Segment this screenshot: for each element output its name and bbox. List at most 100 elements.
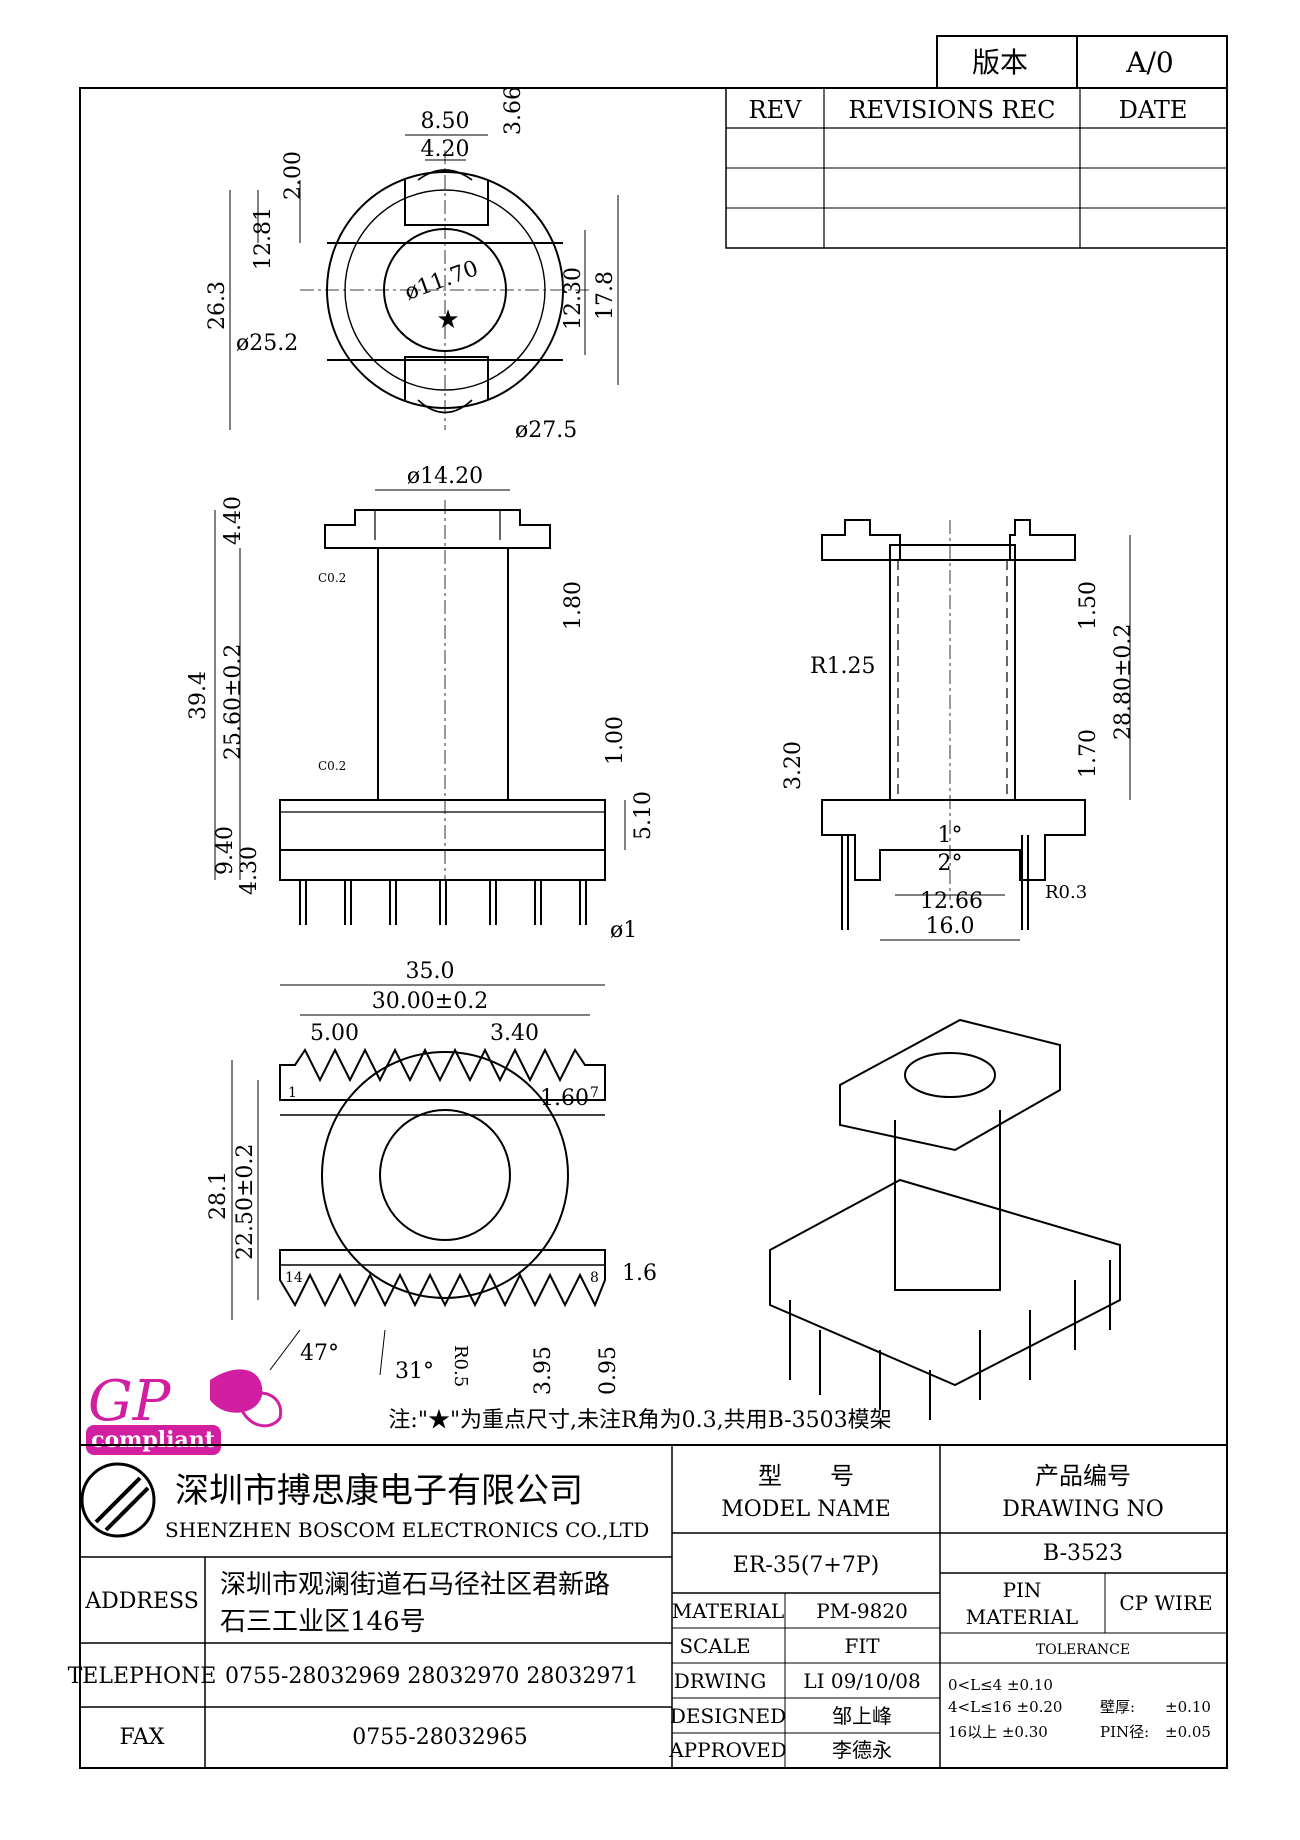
dim-26-3: 26.3 (205, 281, 230, 330)
bottom-view-dims: 35.0 30.00±0.2 5.00 3.40 1.60 28.1 22.50… (206, 959, 657, 1395)
rev-header: REV (749, 96, 803, 124)
wall-value: ±0.10 (1165, 1698, 1211, 1716)
pin-14: 14 (285, 1270, 303, 1286)
pin-diameter-value: ±0.05 (1165, 1723, 1211, 1741)
dim-1-80: 1.80 (561, 581, 586, 630)
pin-7: 7 (590, 1085, 599, 1101)
revisions-table: REV REVISIONS REC DATE (725, 87, 1228, 249)
side-view (821, 519, 1131, 941)
top-view-dims: 8.50 4.20 3.66 2.00 12.81 26.3 ø25.2 ø11… (205, 86, 618, 443)
dim-25-60: 25.60±0.2 (221, 644, 246, 760)
dim-0-95: 0.95 (596, 1346, 621, 1395)
dim-28-1: 28.1 (206, 1171, 231, 1220)
telephone-label: TELEPHONE (68, 1664, 217, 1689)
dim-9-40: 9.40 (213, 826, 238, 875)
dim-12-66: 12.66 (920, 889, 983, 914)
wall-label: 壁厚: (1100, 1698, 1135, 1716)
dim-5-10: 5.10 (631, 791, 656, 840)
gp-text: GP (88, 1369, 172, 1434)
gp-compliant-logo: GP compliant (86, 1369, 283, 1455)
dim-3-95: 3.95 (531, 1346, 556, 1395)
material-value: PM-9820 (816, 1599, 908, 1623)
dim-1-60: 1.60 (540, 1086, 589, 1111)
pin-material-value: CP WIRE (1119, 1591, 1212, 1615)
sheet-border (79, 87, 1228, 1769)
model-label-cn: 型 号 (758, 1462, 854, 1490)
dim-c0-2-top: C0.2 (318, 571, 346, 585)
tolerance-1: 0<L≤4 ±0.10 (948, 1676, 1053, 1694)
pin-1: 1 (288, 1085, 297, 1101)
date-header: DATE (1119, 96, 1188, 124)
version-box: 版本 A/0 (936, 35, 1228, 89)
company-name-cn: 深圳市搏思康电子有限公司 (175, 1471, 583, 1511)
address-line-1: 深圳市观澜街道石马径社区君新路 (220, 1570, 610, 1600)
dim-30-00: 30.00±0.2 (372, 989, 488, 1014)
dim-3-66: 3.66 (501, 86, 526, 135)
star-center: ★ (436, 305, 459, 335)
designed-label: DESIGNED (670, 1704, 786, 1728)
dim-d11-70: ø11.70 (402, 256, 482, 306)
dim-3-20: 3.20 (781, 741, 806, 790)
revisions-rec-header: REVISIONS REC (848, 96, 1055, 124)
dim-4-30: 4.30 (237, 846, 262, 895)
isometric-view (769, 1018, 1121, 1420)
dim-d14-20: ø14.20 (407, 464, 483, 489)
dim-12-30: 12.30 (561, 267, 586, 330)
dim-c0-2-bottom: C0.2 (318, 759, 346, 773)
version-value: A/0 (1125, 46, 1173, 79)
dim-1-70: 1.70 (1076, 729, 1101, 778)
dim-5-00: 5.00 (310, 1021, 359, 1046)
dim-28-80: 28.80±0.2 (1111, 624, 1136, 740)
dim-8-50: 8.50 (421, 109, 470, 134)
side-view-dims: 1.50 28.80±0.2 R1.25 1.70 3.20 1° 2° 12.… (781, 581, 1136, 939)
drawing-by-value: LI 09/10/08 (803, 1669, 920, 1693)
title-block-text: 深圳市搏思康电子有限公司 SHENZHEN BOSCOM ELECTRONICS… (68, 1462, 1213, 1762)
dim-r0-3: R0.3 (1045, 882, 1087, 903)
tolerance-3: 16以上 ±0.30 (948, 1723, 1048, 1741)
fax-label: FAX (120, 1725, 165, 1750)
telephone-value: 0755-28032969 28032970 28032971 (225, 1664, 638, 1689)
dim-39-4: 39.4 (186, 671, 211, 720)
dim-d25-2: ø25.2 (236, 331, 298, 356)
dim-1-50: 1.50 (1076, 581, 1101, 630)
approved-label: APPROVED (668, 1738, 787, 1762)
pin-8: 8 (590, 1270, 599, 1286)
dim-d1: ø1 (610, 918, 637, 943)
title-block (80, 1444, 1227, 1768)
dim-4-20: 4.20 (421, 137, 470, 162)
dim-17-8: 17.8 (593, 271, 618, 320)
dim-1-00: 1.00 (603, 716, 628, 765)
dim-31deg: 31° (395, 1359, 434, 1384)
fax-value: 0755-28032965 (352, 1725, 527, 1750)
dim-12-81: 12.81 (251, 207, 276, 270)
designed-value: 邹上峰 (832, 1704, 892, 1728)
address-line-2: 石三工业区146号 (220, 1607, 426, 1637)
tolerance-2: 4<L≤16 ±0.20 (948, 1698, 1062, 1716)
dim-22-50: 22.50±0.2 (233, 1144, 258, 1260)
dim-4-40: 4.40 (221, 496, 246, 545)
dim-3-40: 3.40 (490, 1021, 539, 1046)
drawing-by-label: DRWING (674, 1669, 767, 1693)
scale-label: SCALE (679, 1634, 750, 1658)
note-text: 注:"★"为重点尺寸,未注R角为0.3,共用B-3503模架 (388, 1408, 891, 1433)
company-name-en: SHENZHEN BOSCOM ELECTRONICS CO.,LTD (165, 1518, 649, 1542)
dim-1deg: 1° (938, 823, 963, 848)
drawing-label-cn: 产品编号 (1035, 1462, 1131, 1490)
approved-value: 李德永 (832, 1738, 892, 1762)
dim-r0-5: R0.5 (450, 1345, 471, 1387)
scale-value: FIT (844, 1634, 880, 1658)
dim-16-0: 16.0 (926, 914, 975, 939)
front-view (214, 489, 626, 925)
tolerance-label: TOLERANCE (1036, 1642, 1130, 1658)
dim-d27-5: ø27.5 (515, 418, 577, 443)
dim-35-0: 35.0 (406, 959, 455, 984)
pin-diameter-label: PIN径: (1100, 1723, 1149, 1741)
dim-1-6: 1.6 (622, 1261, 657, 1286)
dim-47deg: 47° (300, 1341, 339, 1366)
material-label: MATERIAL (672, 1599, 784, 1623)
pin-material-label-1: PIN (1003, 1578, 1042, 1602)
drawing-value: B-3523 (1043, 1541, 1123, 1566)
model-value: ER-35(7+7P) (733, 1553, 879, 1578)
address-label: ADDRESS (84, 1589, 199, 1614)
